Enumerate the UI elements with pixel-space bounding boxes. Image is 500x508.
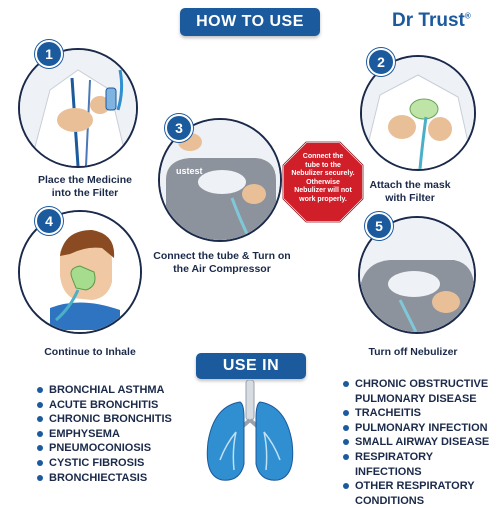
step-1-caption-line-1: Place the Medicine	[38, 174, 132, 186]
condition-item: BRONCHIAL ASTHMA	[37, 383, 207, 398]
condition-item: CYSTIC FIBROSIS	[37, 456, 207, 471]
conditions-list-left: BRONCHIAL ASTHMA ACUTE BRONCHITIS CHRONI…	[37, 383, 207, 485]
step-5-caption: Turn off Nebulizer	[358, 346, 468, 359]
condition-item: CHRONIC BRONCHITIS	[37, 412, 207, 427]
brand-logo: Dr Trust®	[392, 10, 471, 31]
how-to-use-banner: HOW TO USE	[180, 8, 320, 36]
step-4-caption-line-1: Continue to Inhale	[44, 346, 136, 358]
step-1-caption-line-2: into the Filter	[51, 187, 119, 199]
step-2-caption-line-2: with Filter	[385, 192, 435, 204]
step-3-caption: Connect the tube & Turn on the Air Compr…	[142, 250, 302, 276]
step-4-badge: 4	[35, 207, 63, 235]
step-3-caption-line-2: the Air Compressor	[173, 263, 271, 275]
device-label: ustest	[176, 166, 203, 176]
condition-item: EMPHYSEMA	[37, 427, 207, 442]
warning-line-6: work properly.	[299, 195, 347, 203]
condition-item: BRONCHIECTASIS	[37, 471, 207, 486]
warning-stop-sign	[282, 141, 364, 223]
step-2-illustration	[360, 55, 476, 171]
step-4-caption: Continue to Inhale	[30, 346, 150, 359]
conditions-list-right: CHRONIC OBSTRUCTIVE PULMONARY DISEASE TR…	[343, 377, 500, 508]
warning-line-3: Nebulizer securely.	[291, 170, 355, 177]
condition-item: CHRONIC OBSTRUCTIVE PULMONARY DISEASE	[343, 377, 500, 406]
condition-item: PULMONARY INFECTION	[343, 421, 500, 436]
condition-item: RESPIRATORY INFECTIONS	[343, 450, 500, 479]
warning-line-4: Otherwise	[306, 178, 340, 186]
warning-line-2: tube to the	[305, 161, 341, 169]
condition-item: TRACHEITIS	[343, 406, 500, 421]
condition-item: PNEUMOCONIOSIS	[37, 441, 207, 456]
condition-item: ACUTE BRONCHITIS	[37, 398, 207, 413]
step-5-badge: 5	[365, 212, 393, 240]
step-1-illustration	[18, 48, 138, 168]
step-1-badge: 1	[35, 40, 63, 68]
step-3-caption-line-1: Connect the tube & Turn on	[153, 250, 291, 262]
warning-line-1: Connect the	[302, 153, 344, 160]
step-1-caption: Place the Medicine into the Filter	[20, 174, 150, 200]
step-2-caption: Attach the mask with Filter	[350, 179, 470, 205]
step-5-caption-line-1: Turn off Nebulizer	[368, 346, 458, 358]
use-in-banner: USE IN	[196, 353, 306, 379]
step-2-badge: 2	[367, 48, 395, 76]
warning-line-5: Nebulizer will not	[294, 187, 352, 194]
step-2-caption-line-1: Attach the mask	[369, 179, 451, 191]
step-3-badge: 3	[165, 114, 193, 142]
condition-item: OTHER RESPIRATORY CONDITIONS	[343, 479, 500, 508]
warning-text: Connect the tube to the Nebulizer secure…	[291, 153, 355, 204]
lungs-illustration	[206, 380, 294, 481]
condition-item: SMALL AIRWAY DISEASE	[343, 435, 500, 450]
